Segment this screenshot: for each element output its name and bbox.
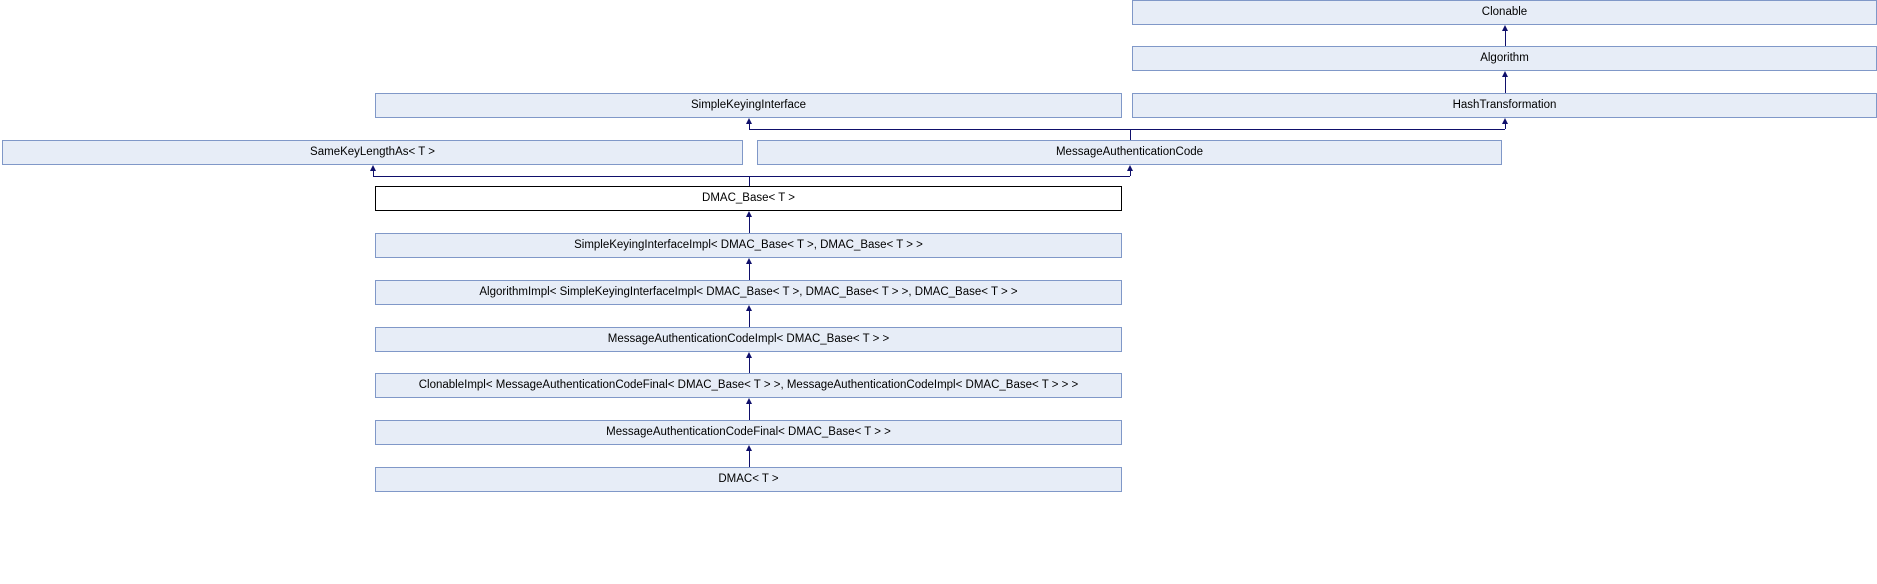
edge-clonableimpl (749, 358, 750, 373)
edge-algorithmimpl (749, 264, 750, 280)
edge-algorithmimpl-arrowhead (746, 258, 752, 264)
edge-dmac_base-riser-1 (1130, 171, 1131, 176)
class-node-samekeylengthas[interactable]: SameKeyLengthAs< T > (2, 140, 743, 165)
edge-messageauthcode-riser-1 (1505, 124, 1506, 129)
edge-hashtransformation-arrowhead (1502, 71, 1508, 77)
class-node-macimpl[interactable]: MessageAuthenticationCodeImpl< DMAC_Base… (375, 327, 1122, 352)
class-node-macfinal[interactable]: MessageAuthenticationCodeFinal< DMAC_Bas… (375, 420, 1122, 445)
edge-dmac_base-riser-0 (373, 171, 374, 176)
edge-dmac (749, 451, 750, 467)
class-node-clonable[interactable]: Clonable (1132, 0, 1877, 25)
edge-dmac_base-arrowhead-0 (370, 165, 376, 171)
class-node-dmac_base[interactable]: DMAC_Base< T > (375, 186, 1122, 211)
edge-macfinal (749, 404, 750, 420)
edge-hashtransformation (1505, 77, 1506, 93)
edge-messageauthcode (1130, 129, 1131, 140)
edge-dmac_base (749, 176, 750, 186)
class-node-dmac[interactable]: DMAC< T > (375, 467, 1122, 492)
edge-simplekeyingimpl-arrowhead (746, 211, 752, 217)
edge-dmac-arrowhead (746, 445, 752, 451)
class-node-algorithmimpl[interactable]: AlgorithmImpl< SimpleKeyingInterfaceImpl… (375, 280, 1122, 305)
class-node-algorithm[interactable]: Algorithm (1132, 46, 1877, 71)
class-node-simplekeyingimpl[interactable]: SimpleKeyingInterfaceImpl< DMAC_Base< T … (375, 233, 1122, 258)
edge-algorithm-arrowhead (1502, 25, 1508, 31)
edge-dmac_base-arrowhead-1 (1127, 165, 1133, 171)
edge-macimpl (749, 311, 750, 327)
class-node-simplekeyinginterface[interactable]: SimpleKeyingInterface (375, 93, 1122, 118)
edge-algorithm (1505, 31, 1506, 46)
edge-macimpl-arrowhead (746, 305, 752, 311)
edge-messageauthcode-bus (749, 129, 1505, 130)
edge-messageauthcode-riser-0 (749, 124, 750, 129)
edge-macfinal-arrowhead (746, 398, 752, 404)
edge-messageauthcode-arrowhead-0 (746, 118, 752, 124)
edge-clonableimpl-arrowhead (746, 352, 752, 358)
edge-messageauthcode-arrowhead-1 (1502, 118, 1508, 124)
edge-simplekeyingimpl (749, 217, 750, 233)
class-node-clonableimpl[interactable]: ClonableImpl< MessageAuthenticationCodeF… (375, 373, 1122, 398)
class-node-hashtransformation[interactable]: HashTransformation (1132, 93, 1877, 118)
edge-dmac_base-bus (373, 176, 1130, 177)
class-node-messageauthcode[interactable]: MessageAuthenticationCode (757, 140, 1502, 165)
